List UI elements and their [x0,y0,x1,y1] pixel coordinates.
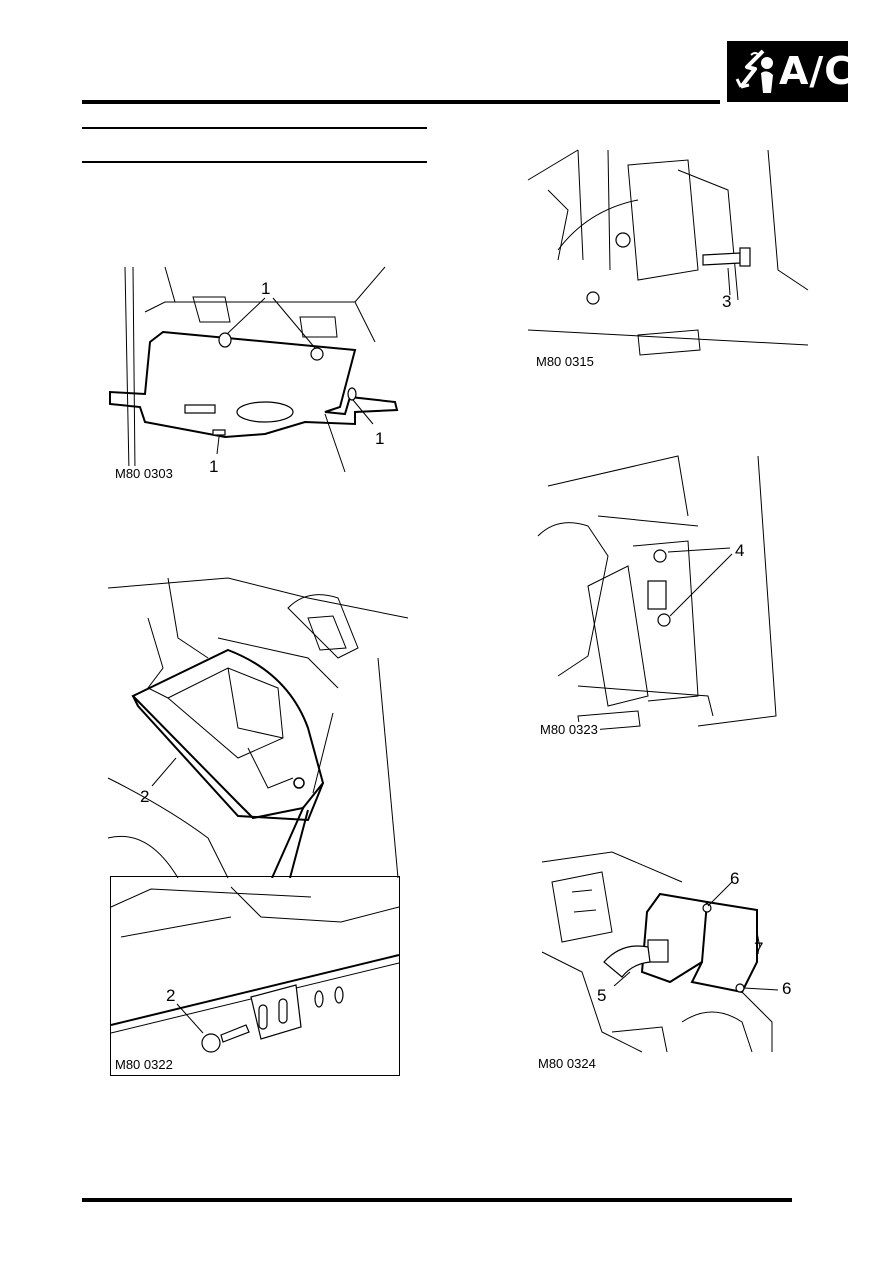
footer-rule [82,1198,792,1202]
section-rule-top [82,127,427,129]
callout-2-detail: 2 [166,986,176,1005]
figure-glovebox-fixings: 1 1 1 M80 0303 [105,262,405,482]
figure-code: M80 0315 [536,354,596,369]
figure-module-connector: 6 7 5 6 M80 0324 [538,851,820,1072]
figure-glovebox-fixings-drawing [109,266,399,473]
figure-code: M80 0303 [115,466,175,481]
figure-glovebox-detail-drawing [110,886,400,1053]
section-badge: A/C [727,41,852,102]
section-badge-label: A/C [779,49,854,93]
callout-6-top: 6 [730,869,740,888]
figure-module-bolt: 3 M80 0315 [527,149,809,369]
callout-1c: 1 [209,457,219,476]
callout-1a: 1 [261,279,271,298]
callout-1b: 1 [375,429,385,448]
callout-4: 4 [735,541,745,560]
section-rule-bottom [82,161,427,163]
figure-glovebox-detail: 2 M80 0322 [110,876,400,1076]
figure-module-connector-drawing [541,851,779,1053]
callout-3: 3 [722,292,732,311]
callout-5: 5 [597,986,607,1005]
figure-glovebox-open: 2 [107,577,409,879]
figure-code: M80 0322 [115,1057,175,1072]
figure-module-nuts-drawing [537,455,777,732]
figure-module-nuts: 4 M80 0323 [537,455,808,738]
header-rule [82,100,720,104]
callout-2-upper: 2 [140,787,150,806]
air-conditioning-fan-icon [735,49,773,93]
figure-code: M80 0323 [540,722,600,737]
figure-module-bolt-drawing [527,149,809,356]
figure-glovebox-open-drawing [107,577,409,879]
figure-code: M80 0324 [538,1056,598,1071]
callout-6-bottom: 6 [782,979,792,998]
callout-7: 7 [754,939,764,958]
detail-zoom-lines [271,806,309,878]
